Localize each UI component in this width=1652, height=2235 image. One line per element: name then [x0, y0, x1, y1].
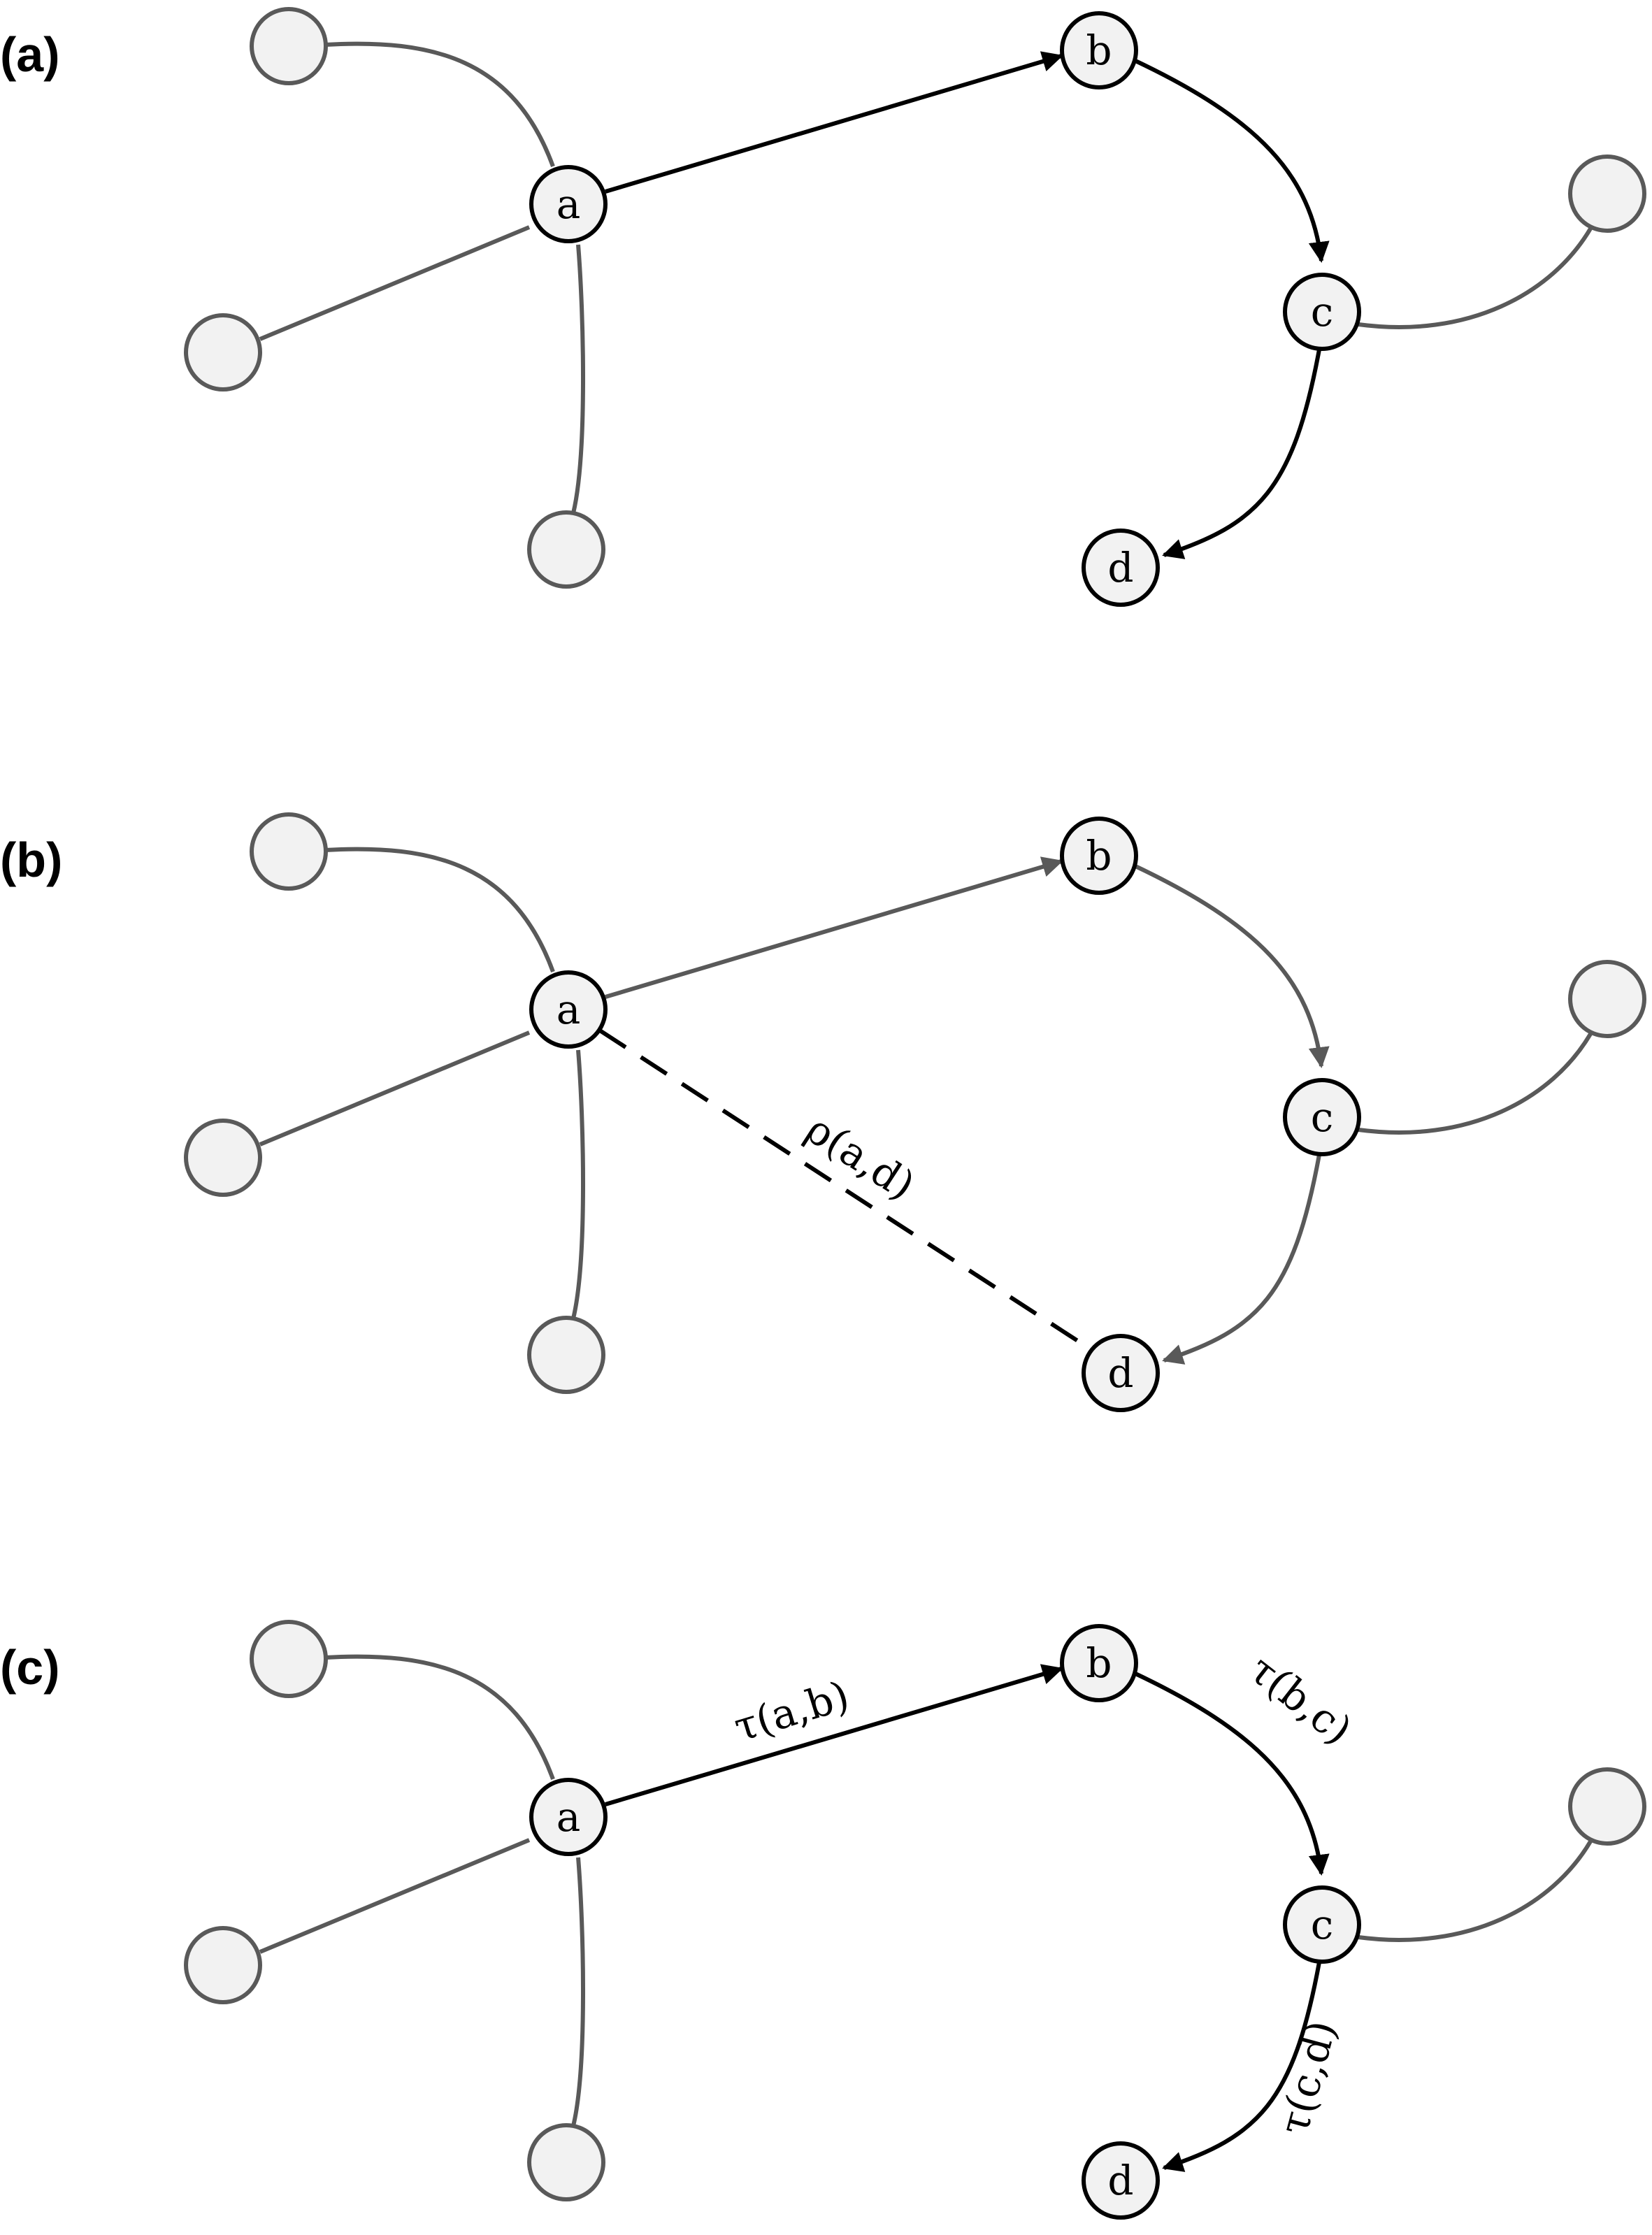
node-b — [1060, 11, 1138, 89]
edge-a-d-dashed — [598, 1028, 1092, 1351]
node-d-label: d — [1107, 544, 1133, 591]
panel-a: (a) a b c d — [0, 7, 1646, 607]
node-d-label: d — [1107, 2157, 1133, 2204]
side-node — [184, 1926, 262, 2004]
node-b — [1060, 1624, 1138, 1702]
edge-label-cd: τ(c,d) — [1270, 2015, 1345, 2139]
node-a — [529, 970, 608, 1049]
edge-b-c — [1133, 58, 1330, 263]
node-c-label: c — [1311, 1093, 1333, 1141]
edge-b-c — [1133, 1671, 1330, 1876]
edge-c-to-side-right — [1358, 1033, 1593, 1135]
edge-a-to-side-left — [259, 225, 531, 341]
edge-a-to-side-bottom — [571, 1049, 585, 1319]
node-a-label: a — [556, 1793, 581, 1841]
panel-label: (a) — [0, 27, 60, 82]
side-node — [184, 313, 262, 391]
edge-a-to-side-left — [259, 1838, 531, 1954]
panel-c: (c) τ(a,b) τ(b,c) τ(c,d) a b c d — [0, 1620, 1646, 2220]
edge-c-to-side-right — [1358, 1840, 1593, 1942]
panel-label: (c) — [0, 1640, 60, 1695]
node-d — [1082, 1334, 1160, 1412]
edge-c-to-side-right — [1358, 227, 1593, 329]
node-b-label: b — [1086, 27, 1112, 74]
node-a — [529, 1778, 608, 1856]
node-c-label: c — [1311, 288, 1333, 336]
edge-label-bc: τ(b,c) — [1240, 1646, 1360, 1754]
node-a-label: a — [556, 180, 581, 228]
edge-c-d — [1162, 1154, 1321, 1365]
edge-a-to-side-top — [324, 847, 555, 973]
node-d-label: d — [1107, 1349, 1133, 1397]
side-node — [527, 1316, 605, 1394]
node-b — [1060, 817, 1138, 895]
side-node — [527, 2123, 605, 2201]
side-node — [1568, 154, 1646, 233]
node-b-label: b — [1086, 832, 1112, 879]
side-node — [1568, 1767, 1646, 1846]
node-b-label: b — [1086, 1639, 1112, 1687]
edge-label-ad: ρ(a,d) — [798, 1105, 923, 1209]
node-a-label: a — [556, 986, 581, 1033]
node-d — [1082, 2141, 1160, 2220]
edge-a-to-side-top — [324, 1654, 555, 1781]
edge-c-d — [1162, 349, 1321, 559]
edge-a-to-side-bottom — [571, 1857, 585, 2127]
node-c — [1283, 1885, 1361, 1964]
side-node — [250, 1620, 328, 1698]
side-node — [250, 812, 328, 891]
edge-label-ab: τ(a,b) — [728, 1672, 854, 1751]
edge-a-to-side-bottom — [571, 244, 585, 514]
side-node — [1568, 960, 1646, 1038]
edge-a-to-side-left — [259, 1030, 531, 1147]
edge-a-b — [605, 1664, 1063, 1806]
side-node — [527, 510, 605, 589]
edge-a-b — [605, 51, 1063, 194]
node-a — [529, 165, 608, 243]
side-node — [250, 7, 328, 85]
edge-b-c — [1133, 863, 1330, 1068]
node-c — [1283, 1078, 1361, 1156]
panel-label: (b) — [0, 833, 62, 887]
node-d — [1082, 529, 1160, 607]
node-c-label: c — [1311, 1901, 1333, 1948]
edge-c-d — [1162, 1962, 1321, 2172]
panel-b: (b) ρ(a,d) a b c d — [0, 812, 1646, 1412]
node-c — [1283, 273, 1361, 351]
edge-a-b — [605, 856, 1063, 999]
side-node — [184, 1119, 262, 1197]
edge-a-to-side-top — [324, 41, 555, 168]
